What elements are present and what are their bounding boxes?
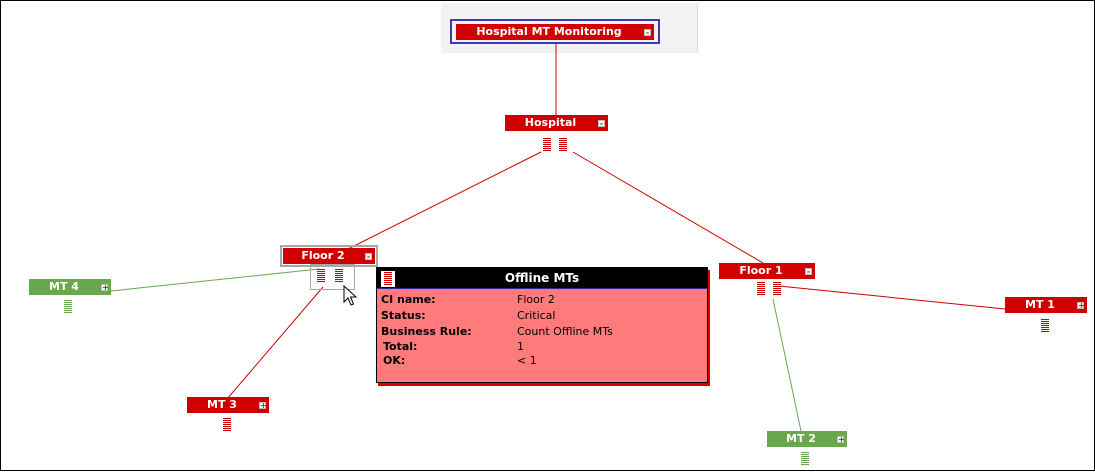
tooltip-row: Status: Critical <box>379 309 705 323</box>
tooltip-title: Offline MTs <box>504 271 580 285</box>
link-floor1-mt2 <box>772 298 802 432</box>
tooltip-key: OK: <box>383 354 406 367</box>
tooltip-row: Business Rule: Count Offline MTs <box>379 325 705 339</box>
tooltip-key: CI name: <box>381 293 436 306</box>
link-floor1-mt1 <box>778 285 1006 310</box>
status-indicator-icon[interactable] <box>773 282 781 296</box>
tooltip-key: Status: <box>381 309 426 322</box>
link-floor2-mt4 <box>110 268 320 292</box>
expand-icon[interactable]: + <box>259 401 267 410</box>
status-indicator-icon <box>384 272 392 286</box>
floor2-hover-box <box>280 245 378 267</box>
node-mt-1[interactable]: MT 1 + <box>1005 297 1087 313</box>
node-label: Floor 1 <box>739 264 783 277</box>
node-label: MT 4 <box>49 280 79 293</box>
node-label: MT 3 <box>207 398 237 411</box>
tooltip-header: Offline MTs <box>377 268 707 289</box>
tooltip-row: Total: 1 <box>379 340 705 354</box>
tooltip-row: CI name: Floor 2 <box>379 293 705 307</box>
node-label: MT 2 <box>786 432 816 445</box>
status-indicator-icon[interactable] <box>64 300 72 314</box>
link-floor2-mt3 <box>226 286 324 400</box>
collapse-icon[interactable]: - <box>365 252 372 261</box>
link-hospital-floor1 <box>572 151 764 264</box>
tooltip-key: Business Rule: <box>381 325 472 338</box>
expand-icon[interactable]: + <box>1077 301 1085 310</box>
link-hospital-floor2 <box>347 151 542 250</box>
collapse-icon[interactable]: - <box>598 119 605 128</box>
node-hospital-mt-monitoring[interactable]: Hospital MT Monitoring - <box>456 24 654 40</box>
node-floor-1[interactable]: Floor 1 - <box>719 263 815 279</box>
node-label: Hospital MT Monitoring <box>476 25 622 38</box>
status-indicator-icon[interactable] <box>559 138 567 152</box>
mouse-pointer-icon <box>343 285 358 306</box>
status-indicator-icon[interactable] <box>801 452 809 466</box>
expand-icon[interactable]: + <box>101 283 109 292</box>
node-label: MT 1 <box>1025 298 1055 311</box>
node-label: Floor 2 <box>301 249 345 262</box>
node-mt-4[interactable]: MT 4 + <box>29 279 111 295</box>
status-indicator-icon[interactable] <box>317 269 325 283</box>
status-indicator-icon[interactable] <box>543 138 551 152</box>
floor2-indicator-box <box>310 264 355 290</box>
tooltip-value: 1 <box>517 340 524 353</box>
tooltip-value: < 1 <box>517 354 537 367</box>
node-label: Hospital <box>524 116 577 129</box>
node-floor-2[interactable]: Floor 2 - <box>283 248 375 264</box>
tooltip-value: Critical <box>517 309 556 322</box>
status-indicator-icon[interactable] <box>757 282 765 296</box>
expand-icon[interactable]: + <box>837 435 845 444</box>
tooltip-key: Total: <box>383 340 418 353</box>
tooltip-status-icon <box>381 271 395 287</box>
node-mt-2[interactable]: MT 2 + <box>767 431 847 447</box>
status-indicator-icon[interactable] <box>335 269 343 283</box>
collapse-icon[interactable]: - <box>644 28 651 37</box>
tooltip-row: OK: < 1 <box>379 354 705 368</box>
collapse-icon[interactable]: - <box>805 267 812 276</box>
root-selection-box <box>450 19 660 44</box>
tooltip-value: Count Offline MTs <box>517 325 613 338</box>
node-mt-3[interactable]: MT 3 + <box>187 397 269 413</box>
tooltip-value: Floor 2 <box>517 293 555 306</box>
status-indicator-icon[interactable] <box>223 418 231 432</box>
tooltip-offline-mts: Offline MTs CI name: Floor 2 Status: Cri… <box>376 267 708 383</box>
status-indicator-icon[interactable] <box>1041 319 1049 333</box>
node-hospital[interactable]: Hospital - <box>505 115 608 131</box>
